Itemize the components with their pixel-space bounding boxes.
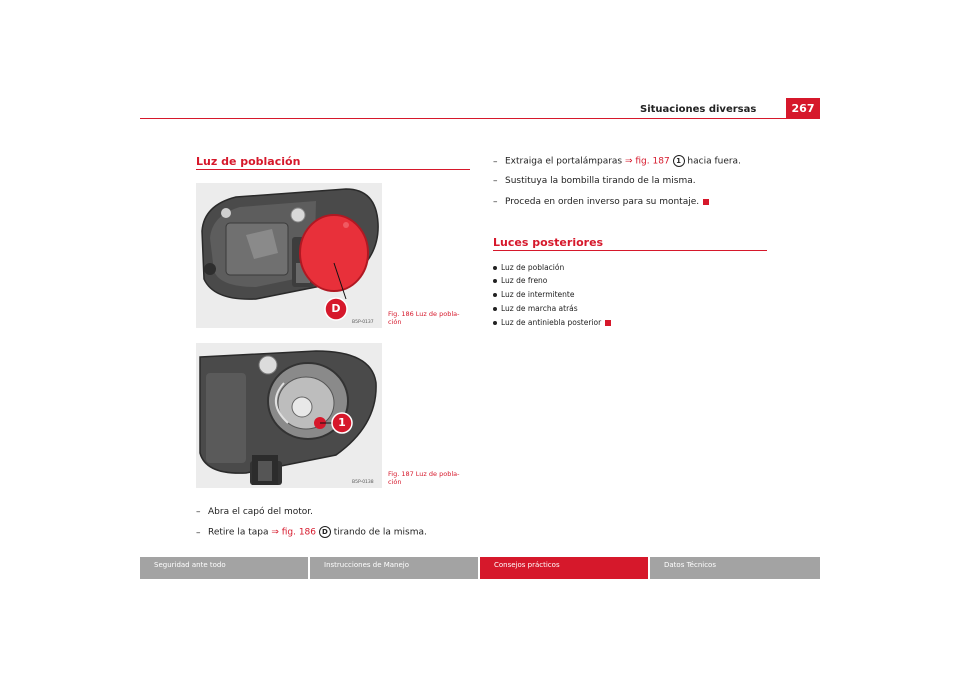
figure-187-caption: Fig. 187 Luz de pobla- ción (388, 470, 460, 486)
list-item: Luz de freno (493, 276, 547, 285)
section-heading-luz-de-poblacion: Luz de población (196, 155, 301, 168)
figure-code: B5P-0137 (352, 320, 374, 325)
footer-tab-consejos[interactable]: Consejos prácticos (480, 557, 648, 579)
bullet-icon (493, 321, 497, 325)
step-remove-cover: –Retire la tapa ⇒ fig. 186 D tirando de … (196, 526, 427, 538)
footer-tab-datos-tecnicos[interactable]: Datos Técnicos (650, 557, 820, 579)
callout-d-badge: D (318, 526, 331, 538)
step-replace-bulb: –Sustituya la bombilla tirando de la mis… (493, 176, 696, 186)
footer-tab-seguridad[interactable]: Seguridad ante todo (140, 557, 308, 579)
section-heading-rule (196, 169, 470, 170)
callout-d-label: D (331, 302, 341, 315)
figure-186-headlight-rear: D B5P-0137 (196, 183, 382, 328)
step-extract-holder: –Extraiga el portalámparas ⇒ fig. 187 1 … (493, 155, 741, 167)
step-reassemble: –Proceda en orden inverso para su montaj… (493, 197, 710, 207)
list-item: Luz de población (493, 263, 564, 272)
step-open-hood: –Abra el capó del motor. (196, 507, 314, 517)
figure-187-bulb-holder: 1 B5P-0138 (196, 343, 382, 488)
bullet-icon (493, 279, 497, 283)
end-of-section-icon (605, 320, 612, 326)
end-of-section-icon (703, 198, 710, 205)
list-item: Luz de intermitente (493, 290, 574, 299)
figure-code: B5P-0138 (352, 480, 374, 485)
header-rule (140, 118, 820, 119)
section-heading-rule (493, 250, 767, 251)
list-item: Luz de marcha atrás (493, 304, 578, 313)
bullet-icon (493, 266, 497, 270)
figure-186-caption: Fig. 186 Luz de pobla- ción (388, 310, 460, 326)
figure-187-link[interactable]: ⇒ fig. 187 (624, 156, 670, 167)
bullet-icon (493, 293, 497, 297)
footer-tab-instrucciones[interactable]: Instrucciones de Manejo (310, 557, 478, 579)
bulb-holder-illustration (196, 343, 382, 488)
callout-1-badge: 1 (672, 155, 685, 167)
running-section-title: Situaciones diversas (640, 104, 757, 115)
figure-186-link[interactable]: ⇒ fig. 186 (271, 527, 317, 538)
bullet-icon (493, 307, 497, 311)
list-item: Luz de antiniebla posterior (493, 318, 612, 327)
headlight-cover-illustration (196, 183, 382, 328)
section-heading-luces-posteriores: Luces posteriores (493, 236, 604, 249)
callout-1-label: 1 (338, 416, 346, 429)
page-number: 267 (786, 98, 820, 118)
